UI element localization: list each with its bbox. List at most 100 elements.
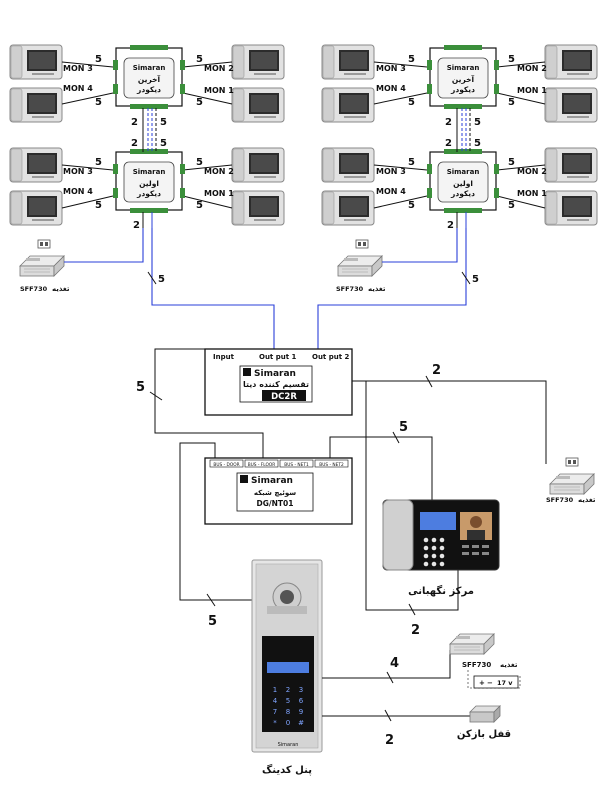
mon-label: MON 3 [63, 64, 93, 73]
data-distributor: Input Out put 1 Out put 2 Simaran تقسیم … [204, 348, 353, 416]
wire-count: 5 [508, 97, 515, 108]
mon-label: MON 2 [204, 64, 234, 73]
mon-label: MON 2 [517, 64, 547, 73]
switch-port-label: BUS - DOOR [213, 462, 239, 468]
decoder-label-type: دیکودر [450, 85, 475, 94]
monitor-icon [9, 190, 63, 226]
monitor-icon [231, 190, 285, 226]
keypad-key: 6 [299, 697, 304, 705]
power-supply-icon [449, 633, 495, 655]
monitor-icon [544, 147, 598, 183]
wire-count: 5 [95, 97, 102, 108]
minus-icon: − [487, 679, 493, 687]
mon-label: MON 4 [376, 187, 406, 196]
wire-count: 5 [158, 274, 165, 285]
plus-icon: + [479, 679, 485, 687]
guard-unit [382, 499, 500, 571]
wire-count: 5 [508, 54, 515, 65]
wire-count: 5 [95, 157, 102, 168]
wire-count: 2 [445, 138, 452, 149]
keypad-key: 8 [286, 708, 290, 716]
monitor-icon [321, 44, 375, 80]
wire-count: 5 [196, 200, 203, 211]
brand-logo-icon [240, 475, 248, 483]
blue-wiring [64, 228, 467, 349]
switch-port-label: BUS - NET2 [319, 462, 344, 468]
wire-count: 2 [447, 220, 454, 231]
mon-label: MON 2 [204, 167, 234, 176]
mon-label: MON 1 [204, 189, 234, 198]
decoder-label-first: اولین [453, 179, 473, 188]
wire-count: 5 [196, 157, 203, 168]
wire-count: 5 [95, 54, 102, 65]
distributor-output1-label: Out put 1 [259, 353, 296, 361]
monitor-icon [9, 147, 63, 183]
decoder-label-type: دیکودر [136, 189, 161, 198]
power-supply-icon [19, 255, 65, 277]
plug-icon [355, 239, 369, 249]
wire-count: 5 [136, 380, 145, 395]
decoder-label-first: اولین [139, 179, 159, 188]
wire-count: 5 [408, 54, 415, 65]
distributor-title: تقسیم کننده دیتا [243, 380, 309, 389]
cluster-right: Simaran آخرین دیکودر Simaran اولین دیکود… [321, 44, 598, 293]
monitor-icon [231, 147, 285, 183]
decoder-label-type: دیکودر [136, 85, 161, 94]
wire-count: 2 [131, 117, 138, 128]
door-lock-icon [469, 705, 501, 723]
psu-model: SFF730 [20, 285, 48, 293]
decoder-label-type: دیکودر [450, 189, 475, 198]
camera-icon [280, 590, 294, 604]
decoder-label-last: آخرین [452, 74, 475, 84]
wire-count: 4 [390, 656, 399, 671]
wire-count: 5 [399, 420, 408, 435]
door-panel-label: پنل کدینگ [262, 764, 312, 776]
psu-voltage: 17 v [497, 679, 513, 687]
keypad-key: 5 [286, 697, 290, 705]
keypad-key: * [273, 719, 277, 727]
wire-count: 5 [408, 200, 415, 211]
wire-count: 5 [208, 614, 217, 629]
switch-brand: Simaran [251, 476, 293, 486]
wire-count: 2 [133, 220, 140, 231]
mon-label: MON 4 [63, 187, 93, 196]
distributor-model: DC2R [271, 392, 297, 402]
distributor-input-label: Input [213, 353, 235, 361]
switch-port-label: BUS - NET1 [284, 462, 309, 468]
decoder-brand: Simaran [133, 64, 166, 72]
wire-count: 5 [196, 54, 203, 65]
brand-logo-icon [243, 368, 251, 376]
cluster-left: Simaran آخرین دیکودر Simaran اولین دیکود… [9, 44, 285, 293]
mon-label: MON 3 [376, 64, 406, 73]
monitor-icon [231, 44, 285, 80]
keypad-key: 3 [299, 686, 303, 694]
psu-label: تغذیه [52, 285, 70, 293]
decoder-brand: Simaran [447, 168, 480, 176]
mon-label: MON 3 [376, 167, 406, 176]
wire-count: 2 [131, 138, 138, 149]
mon-label: MON 1 [517, 189, 547, 198]
decoder-brand: Simaran [447, 64, 480, 72]
monitor-icon [321, 87, 375, 123]
wire-count: 5 [472, 274, 479, 285]
mon-label: MON 4 [63, 84, 93, 93]
wire-count: 5 [508, 200, 515, 211]
keypad-key: 9 [299, 708, 303, 716]
mon-label: MON 1 [517, 86, 547, 95]
mon-label: MON 2 [517, 167, 547, 176]
mon-label: MON 3 [63, 167, 93, 176]
psu-label: تغذیه [500, 661, 518, 669]
wire-count: 5 [196, 97, 203, 108]
mon-label: MON 1 [204, 86, 234, 95]
monitor-icon [231, 87, 285, 123]
monitor-icon [9, 44, 63, 80]
wire-count: 5 [474, 138, 481, 149]
mon-label: MON 4 [376, 84, 406, 93]
monitor-icon [321, 147, 375, 183]
keypad-key: 0 [286, 719, 290, 727]
keypad-key: 1 [273, 686, 277, 694]
monitor-icon [544, 87, 598, 123]
monitor-icon [544, 44, 598, 80]
